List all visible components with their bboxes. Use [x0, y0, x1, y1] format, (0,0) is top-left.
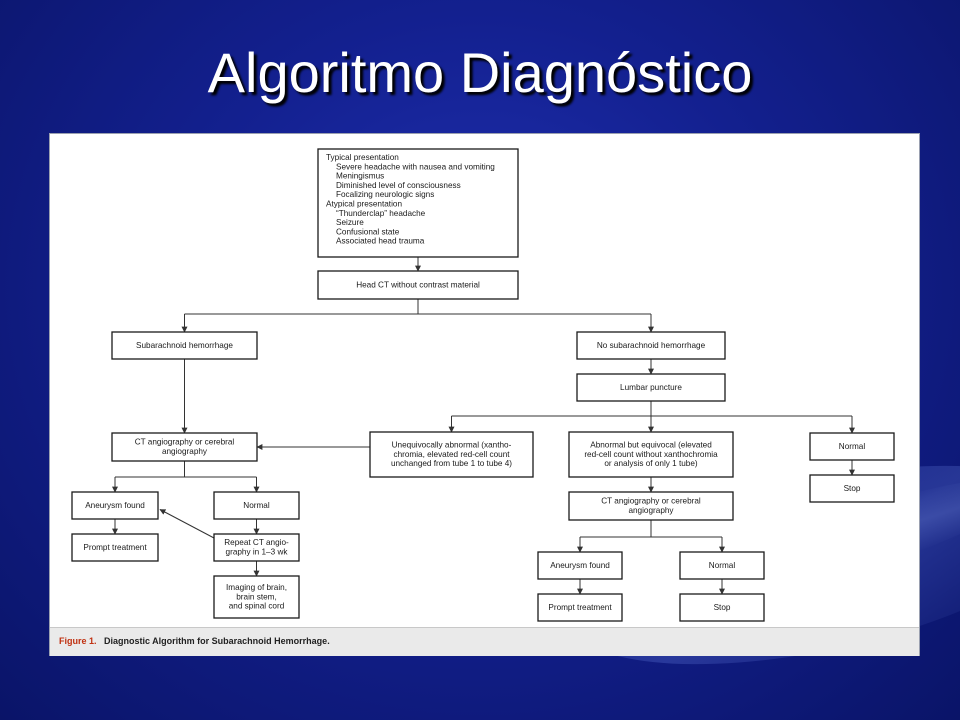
figure-caption-text: Diagnostic Algorithm for Subarachnoid He…	[104, 636, 330, 646]
node-prompt-right: Prompt treatment	[537, 593, 623, 622]
node-unequivocal: Unequivocally abnormal (xantho-chromia, …	[369, 431, 534, 478]
node-box	[369, 431, 534, 478]
node-text-line: graphy in 1–3 wk	[226, 548, 289, 557]
flowchart-edges	[112, 257, 855, 595]
node-box	[568, 491, 734, 521]
node-text-line: angiography	[628, 506, 674, 515]
node-box	[537, 551, 623, 580]
node-text-line: Focalizing neurologic signs	[336, 190, 434, 199]
node-text-line: Abnormal but equivocal (elevated	[590, 441, 712, 450]
node-imaging: Imaging of brain,brain stem,and spinal c…	[213, 575, 300, 619]
node-box	[576, 373, 726, 402]
node-text-line: Seizure	[336, 218, 364, 227]
node-text-line: Associated head trauma	[336, 237, 425, 246]
node-box	[213, 533, 300, 562]
node-box	[111, 331, 258, 360]
node-text-line: Prompt treatment	[83, 543, 147, 552]
node-text-line: red-cell count without xanthochromia	[584, 450, 718, 459]
node-box	[71, 491, 159, 520]
node-text-line: unchanged from tube 1 to tube 4)	[391, 459, 512, 468]
node-text-line: Stop	[844, 484, 861, 493]
node-text-line: Head CT without contrast material	[356, 280, 480, 289]
node-box	[568, 431, 734, 478]
node-text-line: Stop	[714, 603, 731, 612]
node-repeat-ct: Repeat CT angio-graphy in 1–3 wk	[213, 533, 300, 562]
node-box	[213, 575, 300, 619]
node-box	[809, 474, 895, 503]
node-prompt-left: Prompt treatment	[71, 533, 159, 562]
node-text-line: Severe headache with nausea and vomiting	[336, 162, 495, 171]
node-aneurysm-left: Aneurysm found	[71, 491, 159, 520]
node-text-line: Normal	[243, 501, 270, 510]
node-text-line: Normal	[709, 561, 736, 570]
node-normal-left: Normal	[213, 491, 300, 520]
node-box	[71, 533, 159, 562]
node-text-line: Subarachnoid hemorrhage	[136, 341, 233, 350]
node-text-line: angiography	[162, 447, 208, 456]
node-text-line: Unequivocally abnormal (xantho-	[392, 441, 512, 450]
node-text-line: Lumbar puncture	[620, 383, 682, 392]
node-text-line: Meningismus	[336, 172, 384, 181]
node-stop-right: Stop	[809, 474, 895, 503]
node-text-line: CT angiography or cerebral	[135, 438, 235, 447]
node-text-line: Repeat CT angio-	[224, 538, 289, 547]
node-head-ct: Head CT without contrast material	[317, 270, 519, 300]
slide-title: Algoritmo Diagnóstico	[207, 41, 753, 104]
node-text-line: Prompt treatment	[548, 603, 612, 612]
node-text-line: No subarachnoid hemorrhage	[597, 341, 706, 350]
node-aneurysm-right: Aneurysm found	[537, 551, 623, 580]
node-text-line: Typical presentation	[326, 153, 399, 162]
node-text-line: “Thunderclap” headache	[336, 209, 426, 218]
arrow-repeat-ct-to-aneurysm-left	[159, 509, 215, 539]
node-box	[809, 432, 895, 461]
node-box	[213, 491, 300, 520]
node-text-line: Imaging of brain,	[226, 583, 287, 592]
node-text-line: Aneurysm found	[550, 561, 610, 570]
node-sah: Subarachnoid hemorrhage	[111, 331, 258, 360]
node-text-line: CT angiography or cerebral	[601, 497, 701, 506]
node-normal-right: Normal	[809, 432, 895, 461]
figure-caption-label: Figure 1.	[59, 636, 97, 646]
node-text-line: brain stem,	[236, 592, 277, 601]
node-box	[111, 432, 258, 462]
node-box	[317, 270, 519, 300]
node-text-line: or analysis of only 1 tube)	[604, 459, 698, 468]
node-text-line: and spinal cord	[229, 602, 285, 611]
node-text-line: Normal	[839, 442, 866, 451]
node-lumbar: Lumbar puncture	[576, 373, 726, 402]
node-text-line: Diminished level of consciousness	[336, 181, 461, 190]
node-stop-mid: Stop	[679, 593, 765, 622]
node-no-sah: No subarachnoid hemorrhage	[576, 331, 726, 360]
node-box	[576, 331, 726, 360]
figure-caption-bar: Figure 1. Diagnostic Algorithm for Subar…	[50, 627, 919, 656]
node-box	[537, 593, 623, 622]
node-box	[317, 148, 519, 258]
node-box	[679, 593, 765, 622]
node-text-line: Atypical presentation	[326, 200, 402, 209]
node-text-line: Aneurysm found	[85, 501, 145, 510]
node-text-line: chromia, elevated red-cell count	[393, 450, 510, 459]
node-text-line: Confusional state	[336, 227, 400, 236]
node-box	[679, 551, 765, 580]
node-equivocal: Abnormal but equivocal (elevatedred-cell…	[568, 431, 734, 478]
node-normal-mid: Normal	[679, 551, 765, 580]
